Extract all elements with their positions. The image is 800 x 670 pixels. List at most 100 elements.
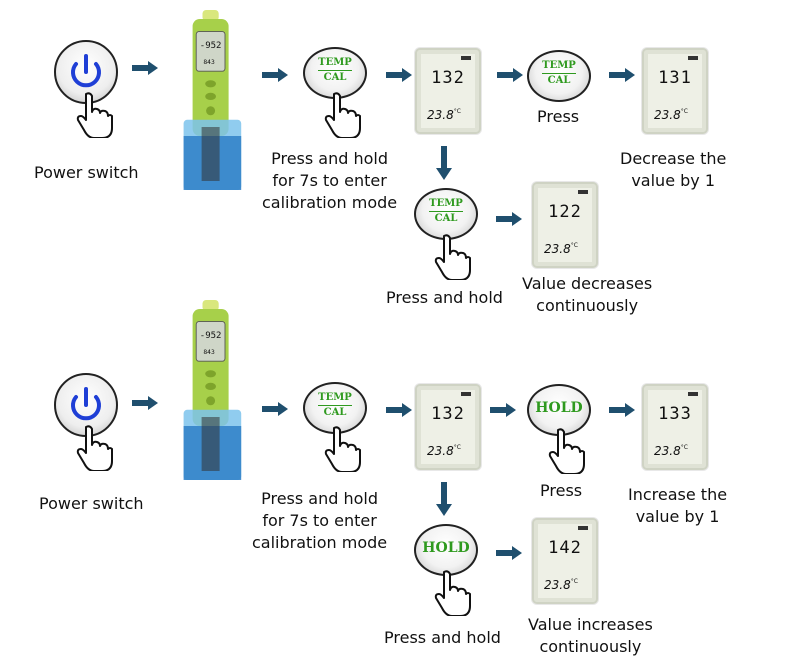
button-label-temp: TEMP: [429, 198, 463, 209]
temp-unit: °C: [453, 444, 461, 451]
arrow-right-icon: [497, 68, 523, 82]
display-value: 131: [658, 68, 692, 88]
result-caption-line: Decrease the: [620, 149, 727, 168]
svg-text:843: 843: [203, 349, 215, 356]
display-value: 122: [548, 202, 582, 222]
lcd-display: 133 23.8°C: [642, 384, 708, 470]
temp-unit: °C: [570, 578, 578, 585]
display-value: 133: [658, 404, 692, 424]
battery-icon: [688, 392, 698, 396]
svg-text:-952: -952: [200, 331, 222, 341]
temp-value: 23.8: [544, 578, 571, 592]
button-label-cal: CAL: [542, 73, 576, 86]
hand-pointer-icon: [324, 426, 361, 472]
lcd-display: 142 23.8°C: [532, 518, 598, 604]
arrow-right-icon: [490, 403, 516, 417]
arrow-down-icon: [436, 146, 452, 180]
lcd-display: 131 23.8°C: [642, 48, 708, 134]
ph-meter-image: -952 843: [183, 300, 242, 480]
step-caption-line: Press and hold: [261, 489, 379, 508]
temp-value: 23.8: [544, 242, 571, 256]
step-caption-line: for 7s to enter: [262, 511, 377, 530]
display-value: 132: [431, 68, 465, 88]
power-icon: [71, 387, 101, 421]
arrow-right-icon: [262, 68, 288, 82]
button-label-cal: CAL: [429, 211, 463, 224]
power-switch-label: Power switch: [39, 494, 144, 513]
step-caption: Press and hold for 7s to enter calibrati…: [262, 148, 397, 214]
arrow-right-icon: [132, 61, 158, 75]
hand-pointer-icon: [76, 425, 113, 471]
ph-meter-image: -952 843: [183, 10, 242, 190]
press-caption: Press: [540, 481, 583, 500]
hold-caption: Press and hold: [386, 288, 503, 307]
arrow-right-icon: [262, 402, 288, 416]
display-temperature: 23.8°C: [654, 108, 688, 122]
arrow-right-icon: [386, 403, 412, 417]
temp-value: 23.8: [427, 444, 454, 458]
display-temperature: 23.8°C: [427, 108, 461, 122]
hand-pointer-icon: [434, 234, 471, 280]
result-caption-line: Value increases: [528, 615, 653, 634]
button-label-cal: CAL: [318, 405, 352, 418]
step-caption-line: for 7s to enter: [272, 171, 387, 190]
meter-reading: -952: [200, 41, 222, 51]
temp-cal-button[interactable]: TEMP CAL: [303, 382, 367, 434]
hand-pointer-icon: [324, 92, 361, 138]
battery-icon: [461, 56, 471, 60]
display-value: 132: [431, 404, 465, 424]
arrow-right-icon: [609, 403, 635, 417]
display-value: 142: [548, 538, 582, 558]
lcd-display: 122 23.8°C: [532, 182, 598, 268]
battery-icon: [461, 392, 471, 396]
arrow-right-icon: [496, 546, 522, 560]
temp-value: 23.8: [654, 108, 681, 122]
temp-unit: °C: [680, 108, 688, 115]
result-caption-line: continuously: [536, 296, 639, 315]
step-caption-line: calibration mode: [252, 533, 388, 552]
hold-button[interactable]: HOLD: [527, 384, 591, 436]
temp-value: 23.8: [427, 108, 454, 122]
arrow-right-icon: [496, 212, 522, 226]
hold-caption: Press and hold: [384, 628, 501, 647]
button-label-temp: TEMP: [542, 60, 576, 71]
press-caption: Press: [537, 107, 580, 126]
temp-value: 23.8: [654, 444, 681, 458]
result-caption-line: continuously: [539, 637, 642, 656]
lcd-display: 132 23.8°C: [415, 48, 481, 134]
result-caption-line: value by 1: [635, 507, 720, 526]
temp-cal-button[interactable]: TEMP CAL: [303, 47, 367, 99]
step-caption-line: Press and hold: [271, 149, 389, 168]
temp-cal-button[interactable]: TEMP CAL: [527, 50, 591, 102]
power-icon: [71, 54, 101, 88]
hold-button[interactable]: HOLD: [414, 524, 478, 576]
battery-icon: [688, 56, 698, 60]
temp-unit: °C: [680, 444, 688, 451]
display-temperature: 23.8°C: [427, 444, 461, 458]
display-temperature: 23.8°C: [544, 242, 578, 256]
result-caption: Value increases continuously: [528, 614, 653, 658]
button-label-temp: TEMP: [318, 392, 352, 403]
temp-unit: °C: [453, 108, 461, 115]
step-caption-line: calibration mode: [262, 193, 398, 212]
display-temperature: 23.8°C: [544, 578, 578, 592]
result-caption-line: Value decreases: [522, 274, 653, 293]
arrow-down-icon: [436, 482, 452, 516]
arrow-right-icon: [386, 68, 412, 82]
button-label-cal: CAL: [318, 70, 352, 83]
battery-icon: [578, 190, 588, 194]
button-label-hold: HOLD: [535, 400, 583, 416]
svg-text:843: 843: [203, 59, 215, 66]
display-temperature: 23.8°C: [654, 444, 688, 458]
result-caption: Value decreases continuously: [522, 273, 652, 317]
button-label-hold: HOLD: [422, 540, 470, 556]
button-label-temp: TEMP: [318, 57, 352, 68]
result-caption: Increase the value by 1: [628, 484, 727, 528]
temp-unit: °C: [570, 242, 578, 249]
result-caption-line: value by 1: [631, 171, 716, 190]
battery-icon: [578, 526, 588, 530]
arrow-right-icon: [132, 396, 158, 410]
hand-pointer-icon: [434, 570, 471, 616]
result-caption: Decrease the value by 1: [620, 148, 726, 192]
temp-cal-button[interactable]: TEMP CAL: [414, 188, 478, 240]
